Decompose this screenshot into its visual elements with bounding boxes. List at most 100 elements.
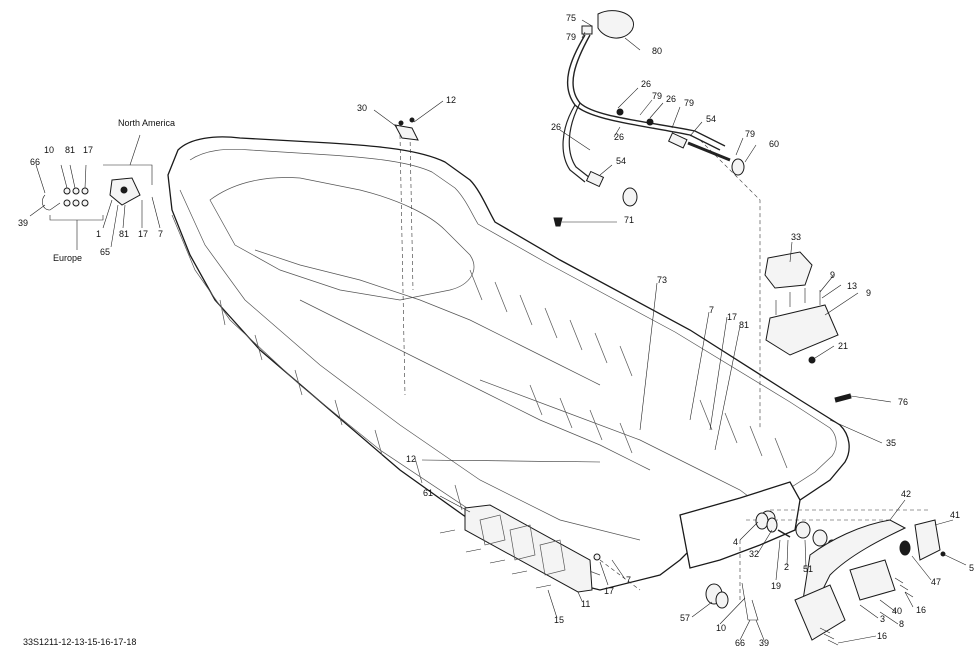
- sponson-slot-2: [509, 524, 536, 561]
- lanyard-66: [41, 194, 61, 211]
- washer-17: [81, 187, 89, 195]
- document-code: 33S1211-12-13-15-16-17-18: [23, 637, 137, 647]
- callout-c39a: 39: [18, 218, 28, 228]
- hull-ribs: [469, 269, 788, 469]
- callout-c12a: 12: [446, 95, 456, 105]
- washer-10-eu: [63, 199, 71, 207]
- callout-c26c: 26: [551, 122, 561, 132]
- vent-hose-assembly: [562, 10, 745, 207]
- callout-c26b: 26: [666, 94, 676, 104]
- caption-north-america: North America: [118, 118, 175, 128]
- hose-connector: [622, 187, 638, 207]
- sponson-slot-1: [479, 514, 506, 546]
- bracket-41: [914, 519, 941, 561]
- nut-21: [808, 356, 816, 364]
- callout-c19: 19: [771, 581, 781, 591]
- callout-c40: 40: [892, 606, 902, 616]
- callout-c41: 41: [950, 510, 960, 520]
- callout-c7b: 7: [158, 229, 163, 239]
- callout-c51: 51: [803, 564, 813, 574]
- ladder-step-3: [794, 584, 846, 641]
- washer-81-eu: [72, 199, 80, 207]
- callout-c42: 42: [901, 489, 911, 499]
- screws-16: [819, 577, 914, 646]
- callout-c79c: 79: [684, 98, 694, 108]
- clamp-79-b: [646, 118, 654, 126]
- washer-17-b: [593, 553, 601, 561]
- callout-c66a: 66: [30, 157, 40, 167]
- seat-area: [209, 177, 475, 301]
- hull-outline: [167, 136, 850, 591]
- na-bracket-line: [103, 164, 153, 185]
- callout-c32: 32: [749, 549, 759, 559]
- callout-c60: 60: [769, 139, 779, 149]
- callout-c35: 35: [886, 438, 896, 448]
- callout-c16a: 16: [916, 605, 926, 615]
- callout-c7a: 7: [709, 305, 714, 315]
- step-plate-40: [849, 559, 896, 601]
- callout-c79a: 79: [566, 32, 576, 42]
- plate-13: [765, 304, 839, 356]
- callout-c76: 76: [898, 397, 908, 407]
- callout-c71: 71: [624, 215, 634, 225]
- callout-c61: 61: [423, 488, 433, 498]
- plug-71: [553, 217, 563, 227]
- callout-c9a: 9: [830, 270, 835, 280]
- callout-c21: 21: [838, 341, 848, 351]
- screw-12-top: [409, 117, 415, 123]
- callout-c26d: 26: [614, 132, 624, 142]
- callout-c75: 75: [566, 13, 576, 23]
- sponson-slot-3: [539, 539, 566, 576]
- caption-europe: Europe: [53, 253, 82, 263]
- hinge-assembly-left: [41, 134, 153, 250]
- spring-47: [899, 540, 911, 556]
- callout-c10a: 10: [44, 145, 54, 155]
- fitting-47a: [812, 529, 828, 547]
- callout-c79d: 79: [745, 129, 755, 139]
- callout-leaders: [29, 19, 967, 644]
- screw-12-top-b: [398, 120, 404, 126]
- callout-c11: 11: [581, 599, 590, 609]
- callout-c10b: 10: [716, 623, 726, 633]
- callout-c39b: 39: [759, 638, 769, 648]
- callout-c47: 47: [931, 577, 941, 587]
- washer-81: [72, 187, 80, 195]
- callout-c80: 80: [652, 46, 662, 56]
- callout-c30: 30: [357, 103, 367, 113]
- callout-c3: 3: [880, 614, 885, 624]
- callout-c5: 5: [969, 563, 974, 573]
- vent-filter-80: [597, 10, 635, 39]
- transom: [679, 481, 801, 569]
- callout-c17c: 17: [138, 229, 148, 239]
- callout-c81b: 81: [65, 145, 75, 155]
- callout-c8: 8: [899, 619, 904, 629]
- callout-c13: 13: [847, 281, 857, 291]
- callout-c73: 73: [657, 275, 667, 285]
- callout-c81c: 81: [119, 229, 129, 239]
- bracket-30: [394, 124, 419, 141]
- eu-bracket-line: [49, 215, 104, 221]
- module-33: [764, 251, 813, 289]
- sponson-body: [464, 504, 593, 593]
- callout-c54b: 54: [616, 156, 626, 166]
- pipe-2: [777, 529, 791, 538]
- na-leader: [129, 134, 141, 166]
- callout-c54a: 54: [706, 114, 716, 124]
- engine-bay: [479, 379, 761, 506]
- fitting-32: [766, 517, 778, 533]
- bolts-9: [775, 288, 821, 315]
- fitting-4: [755, 512, 769, 530]
- callout-c66b: 66: [735, 638, 745, 648]
- fitting-54-lower: [585, 170, 605, 188]
- clamp-79-a: [616, 108, 624, 116]
- drain-plug-57-b: [715, 591, 729, 609]
- lanyard-39: [741, 582, 759, 621]
- callout-c16b: 16: [877, 631, 887, 641]
- hinge-pin: [120, 186, 128, 194]
- callout-c4: 4: [733, 537, 738, 547]
- fitting-54-upper: [667, 132, 688, 149]
- callout-c15: 15: [554, 615, 564, 625]
